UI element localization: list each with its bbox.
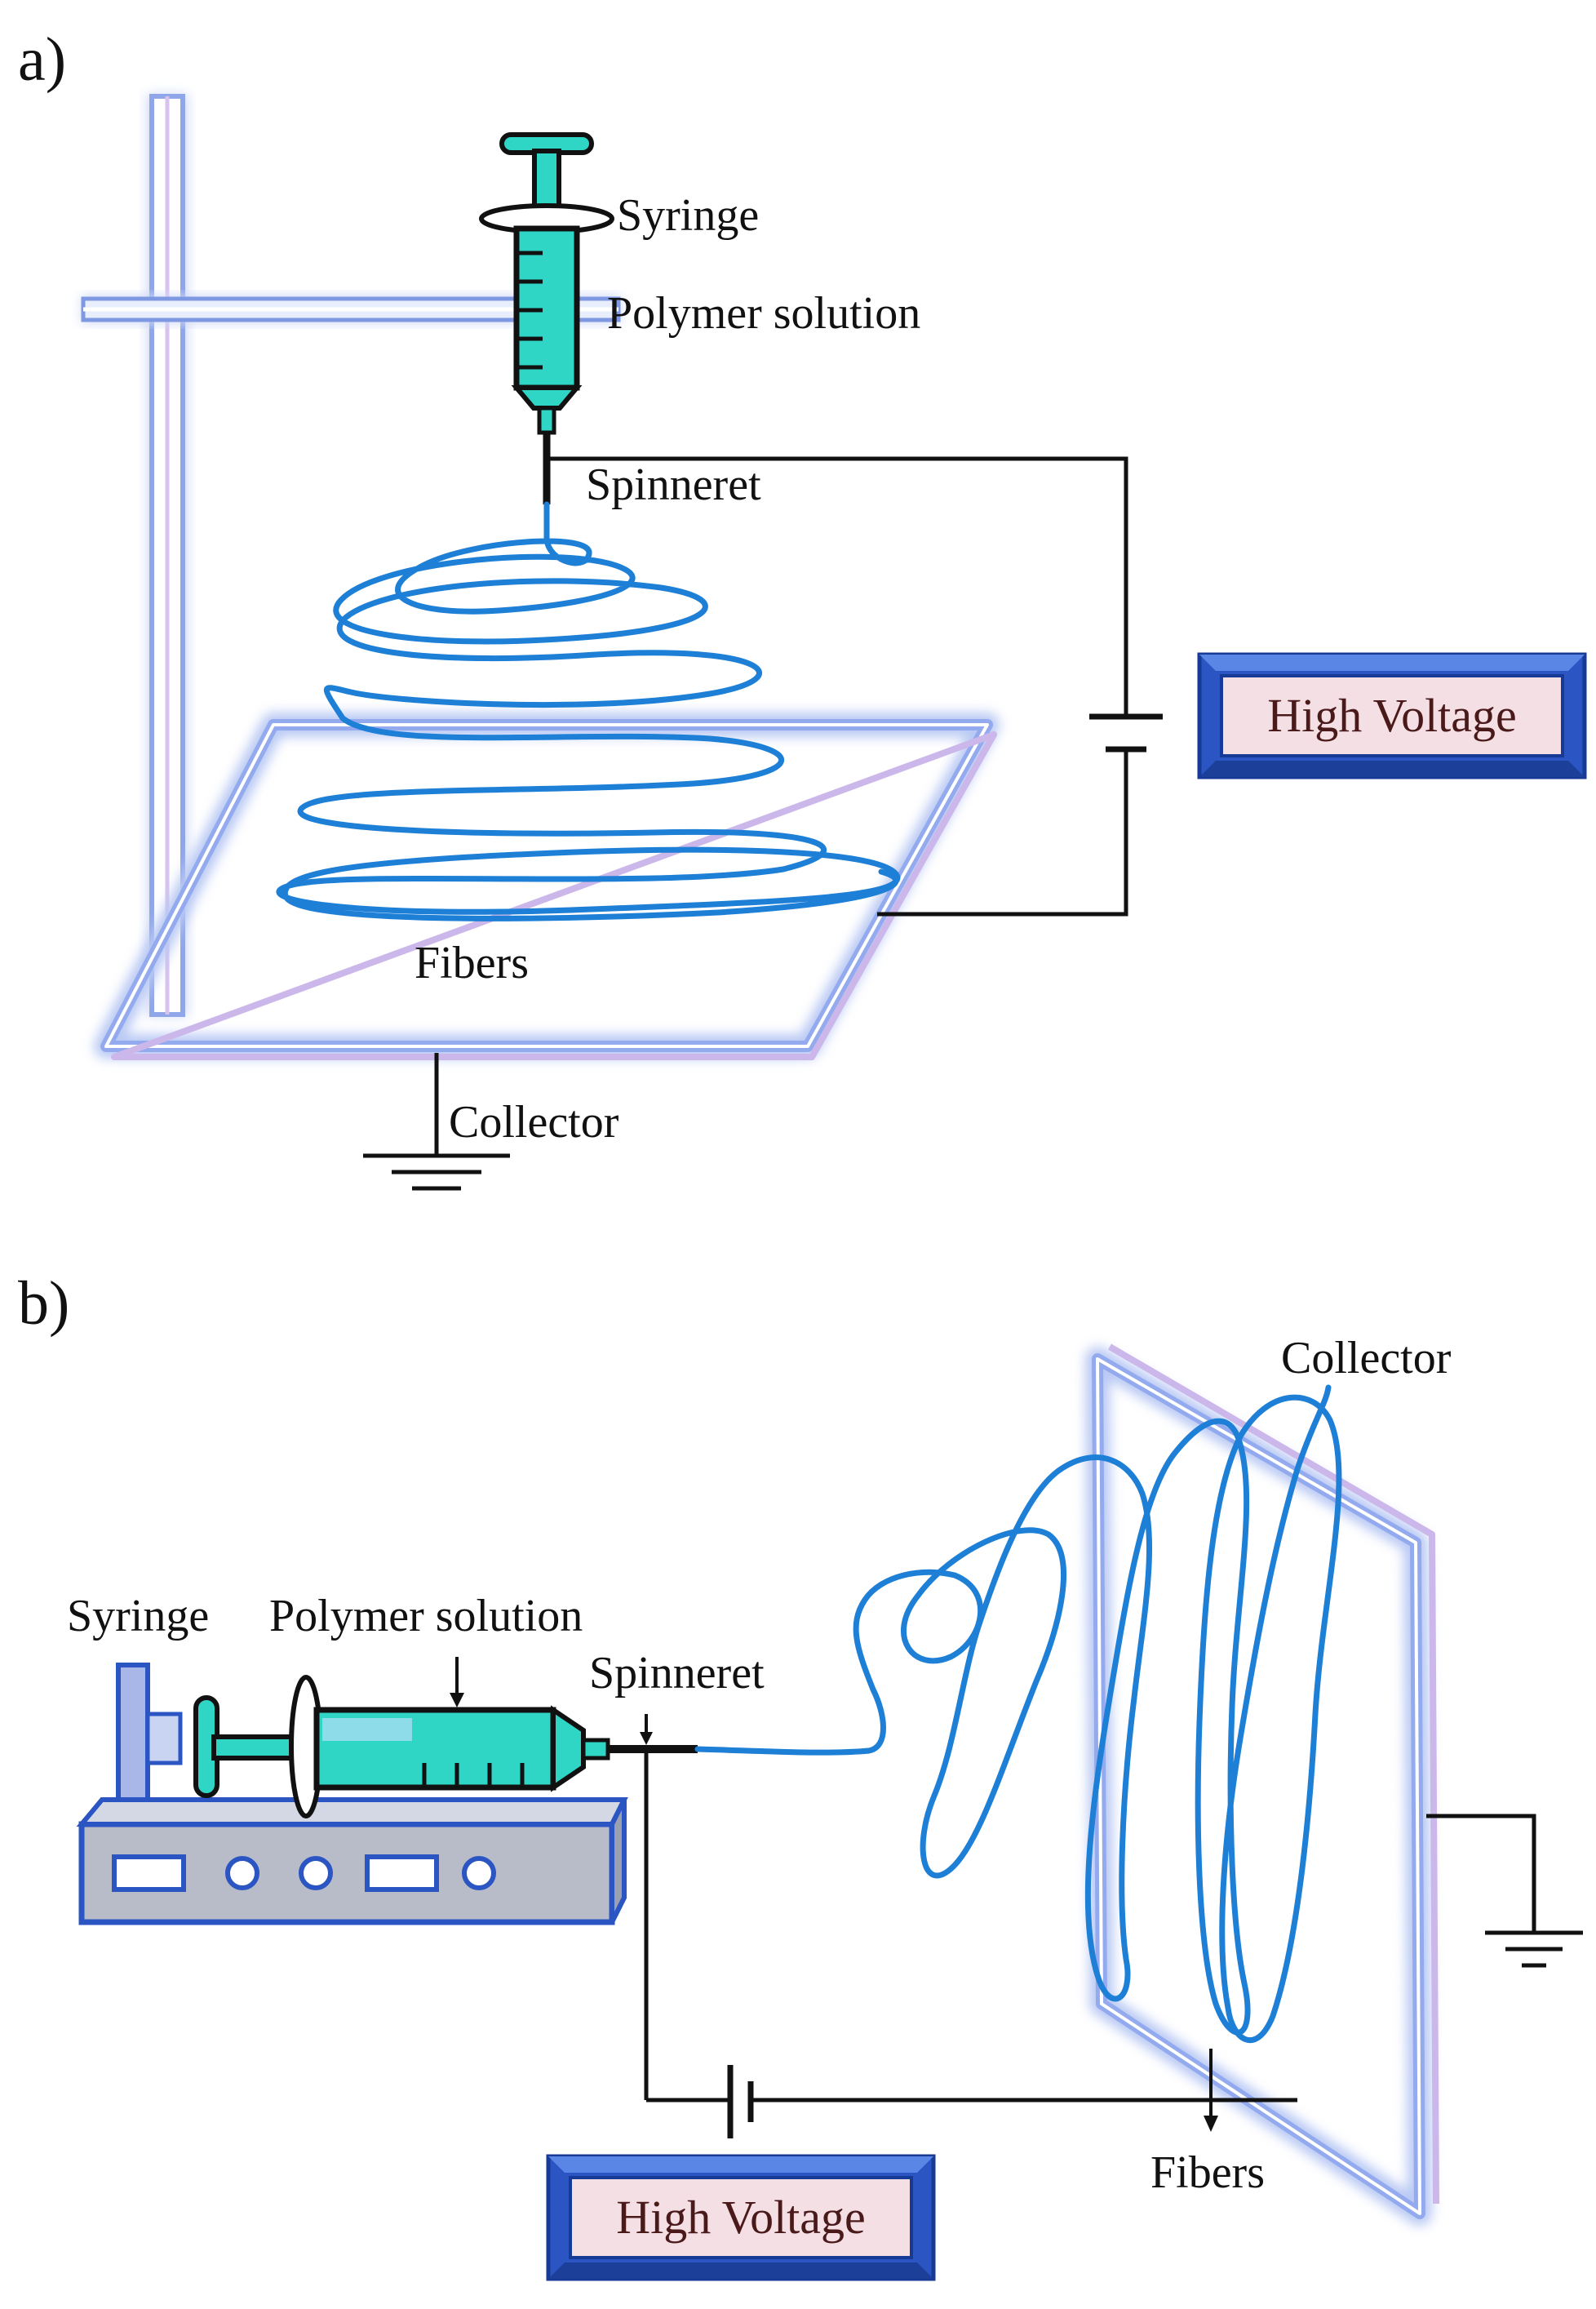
panel-b-letter: b): [18, 1269, 69, 1338]
fiber-jet-b: [694, 1384, 1342, 2044]
syringe-vertical: [479, 132, 614, 504]
syringe-pump: [76, 1663, 628, 1925]
syringe-label-a: Syringe: [617, 190, 759, 241]
polymer-solution-label-b: Polymer solution: [269, 1591, 583, 1641]
collector-label-b: Collector: [1281, 1333, 1452, 1383]
fibers-arrow: [1204, 2116, 1218, 2132]
collector-plate-a: [94, 713, 1000, 1060]
annotation-arrows-b: [450, 1657, 1218, 2132]
panel-a-letter: a): [18, 25, 66, 94]
collector-label-a: Collector: [449, 1097, 619, 1148]
pump-display-1: [112, 1854, 186, 1892]
polymer-solution-label-a: Polymer solution: [607, 288, 920, 339]
fibers-label-a: Fibers: [415, 938, 529, 988]
fiber-jet-a: [276, 501, 901, 921]
spinneret-arrow: [640, 1732, 653, 1745]
spinneret-label-b: Spinneret: [589, 1648, 765, 1698]
collector-plate-b: [1085, 1343, 1439, 2226]
high-voltage-label-b: High Voltage: [616, 2191, 866, 2244]
stand-pole: [147, 94, 188, 1017]
fibers-label-b: Fibers: [1150, 2147, 1265, 2198]
high-voltage-label-a: High Voltage: [1267, 689, 1517, 742]
spinneret-label-a: Spinneret: [586, 460, 761, 510]
circuit-wires-b: [644, 1749, 1583, 2138]
panel-b: b): [18, 1269, 1583, 2281]
panel-a: a): [18, 25, 1587, 1191]
pump-knob-1: [225, 1856, 259, 1890]
syringe-label-b: Syringe: [67, 1591, 209, 1641]
pump-knob-3: [462, 1856, 496, 1890]
syringe-horizontal: [193, 1675, 698, 1818]
high-voltage-box-b: High Voltage: [546, 2154, 936, 2281]
pump-display-2: [365, 1854, 439, 1892]
high-voltage-box-a: High Voltage: [1197, 652, 1587, 779]
circuit-wires-a: [363, 456, 1163, 1191]
pump-knob-2: [299, 1856, 333, 1890]
polymer-solution-arrow: [450, 1693, 464, 1707]
